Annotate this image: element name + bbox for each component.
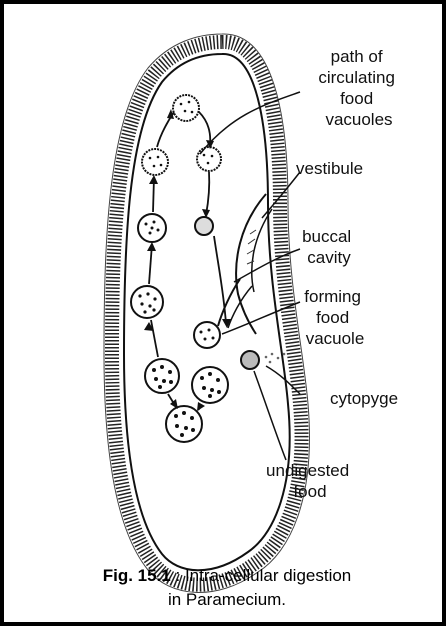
paramecium-diagram: path of circulating food vacuoles vestib… <box>4 4 446 630</box>
figure-caption: Fig. 15.1 : Intra-cellular digestion in … <box>12 564 442 612</box>
label-cytopyge: cytopyge <box>330 389 398 408</box>
vacuole-right-1 <box>197 147 221 171</box>
label-path-line-4: vacuoles <box>325 110 392 129</box>
label-buccal-cavity: buccal cavity <box>302 227 356 267</box>
label-path-line-3: food <box>340 89 373 108</box>
caption-line-2: in Paramecium. <box>12 588 442 612</box>
label-forming-line-1: forming <box>304 287 361 306</box>
vacuole-left-4 <box>145 359 179 393</box>
vacuole-left-3 <box>131 286 163 318</box>
vacuole-right-2 <box>195 217 213 235</box>
vacuole-left-1 <box>142 149 168 175</box>
label-forming-line-2: food <box>316 308 349 327</box>
caption-line-1: Fig. 15.1 : Intra-cellular digestion <box>12 564 442 588</box>
vacuole-top <box>173 95 199 121</box>
caption-text-1: Intra-cellular digestion <box>185 566 351 585</box>
caption-separator: : <box>175 566 180 585</box>
label-forming-food-vacuole: forming food vacuole <box>304 287 365 348</box>
label-path-line-2: circulating <box>318 68 395 87</box>
label-path-of-food-vacuoles: path of circulating food vacuoles <box>318 47 399 129</box>
vacuole-forming <box>194 322 220 348</box>
undigested-vacuole <box>241 351 259 369</box>
label-undigested-line-2: food <box>293 482 326 501</box>
label-forming-line-3: vacuole <box>306 329 365 348</box>
label-buccal-line-2: cavity <box>307 248 351 267</box>
label-vestibule: vestibule <box>296 159 363 178</box>
label-buccal-line-1: buccal <box>302 227 351 246</box>
label-undigested-line-1: undigested <box>266 461 349 480</box>
label-path-line-1: path of <box>331 47 383 66</box>
figure-number: Fig. 15.1 <box>103 566 171 585</box>
